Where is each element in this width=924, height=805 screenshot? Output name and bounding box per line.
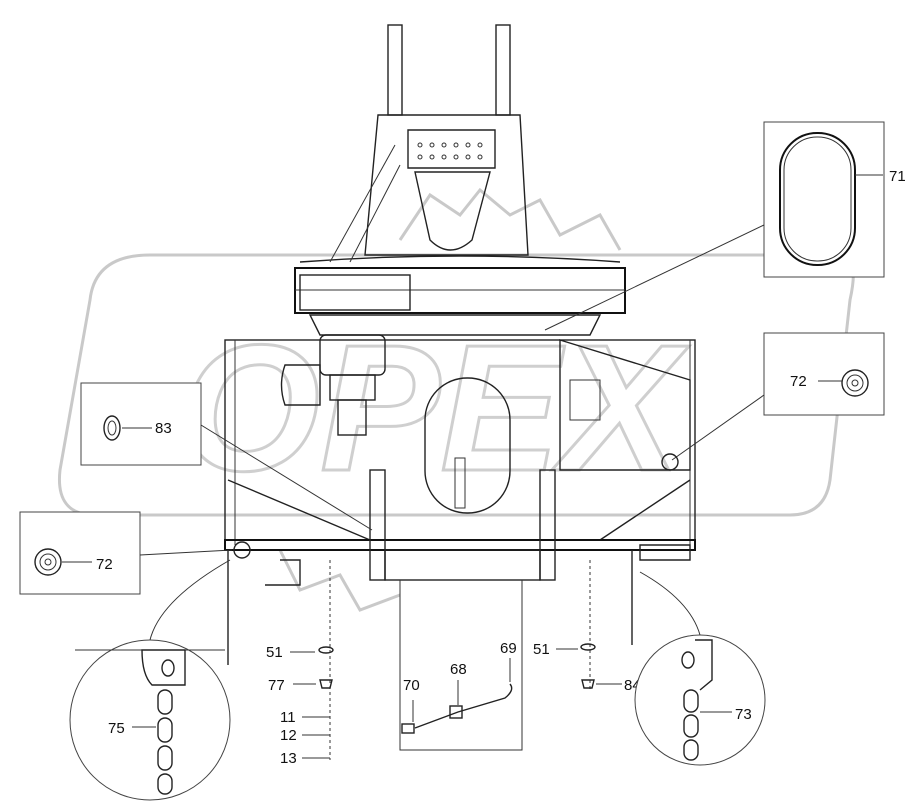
label-51-right: 51: [533, 641, 550, 658]
label-72-right: 72: [790, 373, 807, 390]
detail-71: 71: [544, 121, 906, 331]
label-75: 75: [108, 720, 125, 737]
detail-72-left: 72: [19, 511, 251, 595]
label-13: 13: [280, 750, 297, 767]
label-70: 70: [403, 677, 420, 694]
detail-chain-right: 73: [634, 571, 766, 766]
lifting-bracket: [364, 24, 529, 256]
label-83: 83: [155, 420, 172, 437]
label-73: 73: [735, 706, 752, 723]
detail-chain-left: 75: [69, 559, 231, 801]
label-11: 11: [280, 709, 296, 726]
detail-hose: 70 68 69: [399, 580, 523, 751]
watermark-text: OPEX: [180, 308, 690, 509]
rotator-ring: [294, 255, 626, 336]
bracket-holes: [417, 142, 483, 160]
label-69: 69: [500, 640, 517, 657]
parts-stack-left: 51 77 11 12 13: [266, 560, 334, 767]
parts-right: 51 84: [533, 560, 641, 694]
label-12: 12: [280, 727, 297, 744]
label-77: 77: [268, 677, 285, 694]
label-68: 68: [450, 661, 467, 678]
detail-72-right: 72: [661, 332, 885, 471]
motor: [280, 334, 386, 436]
label-71: 71: [889, 168, 906, 185]
label-51-left: 51: [266, 644, 283, 661]
main-frame: [224, 339, 696, 665]
label-72-left: 72: [96, 556, 113, 573]
detail-83: 83: [80, 382, 373, 531]
oval-window: [424, 377, 511, 514]
